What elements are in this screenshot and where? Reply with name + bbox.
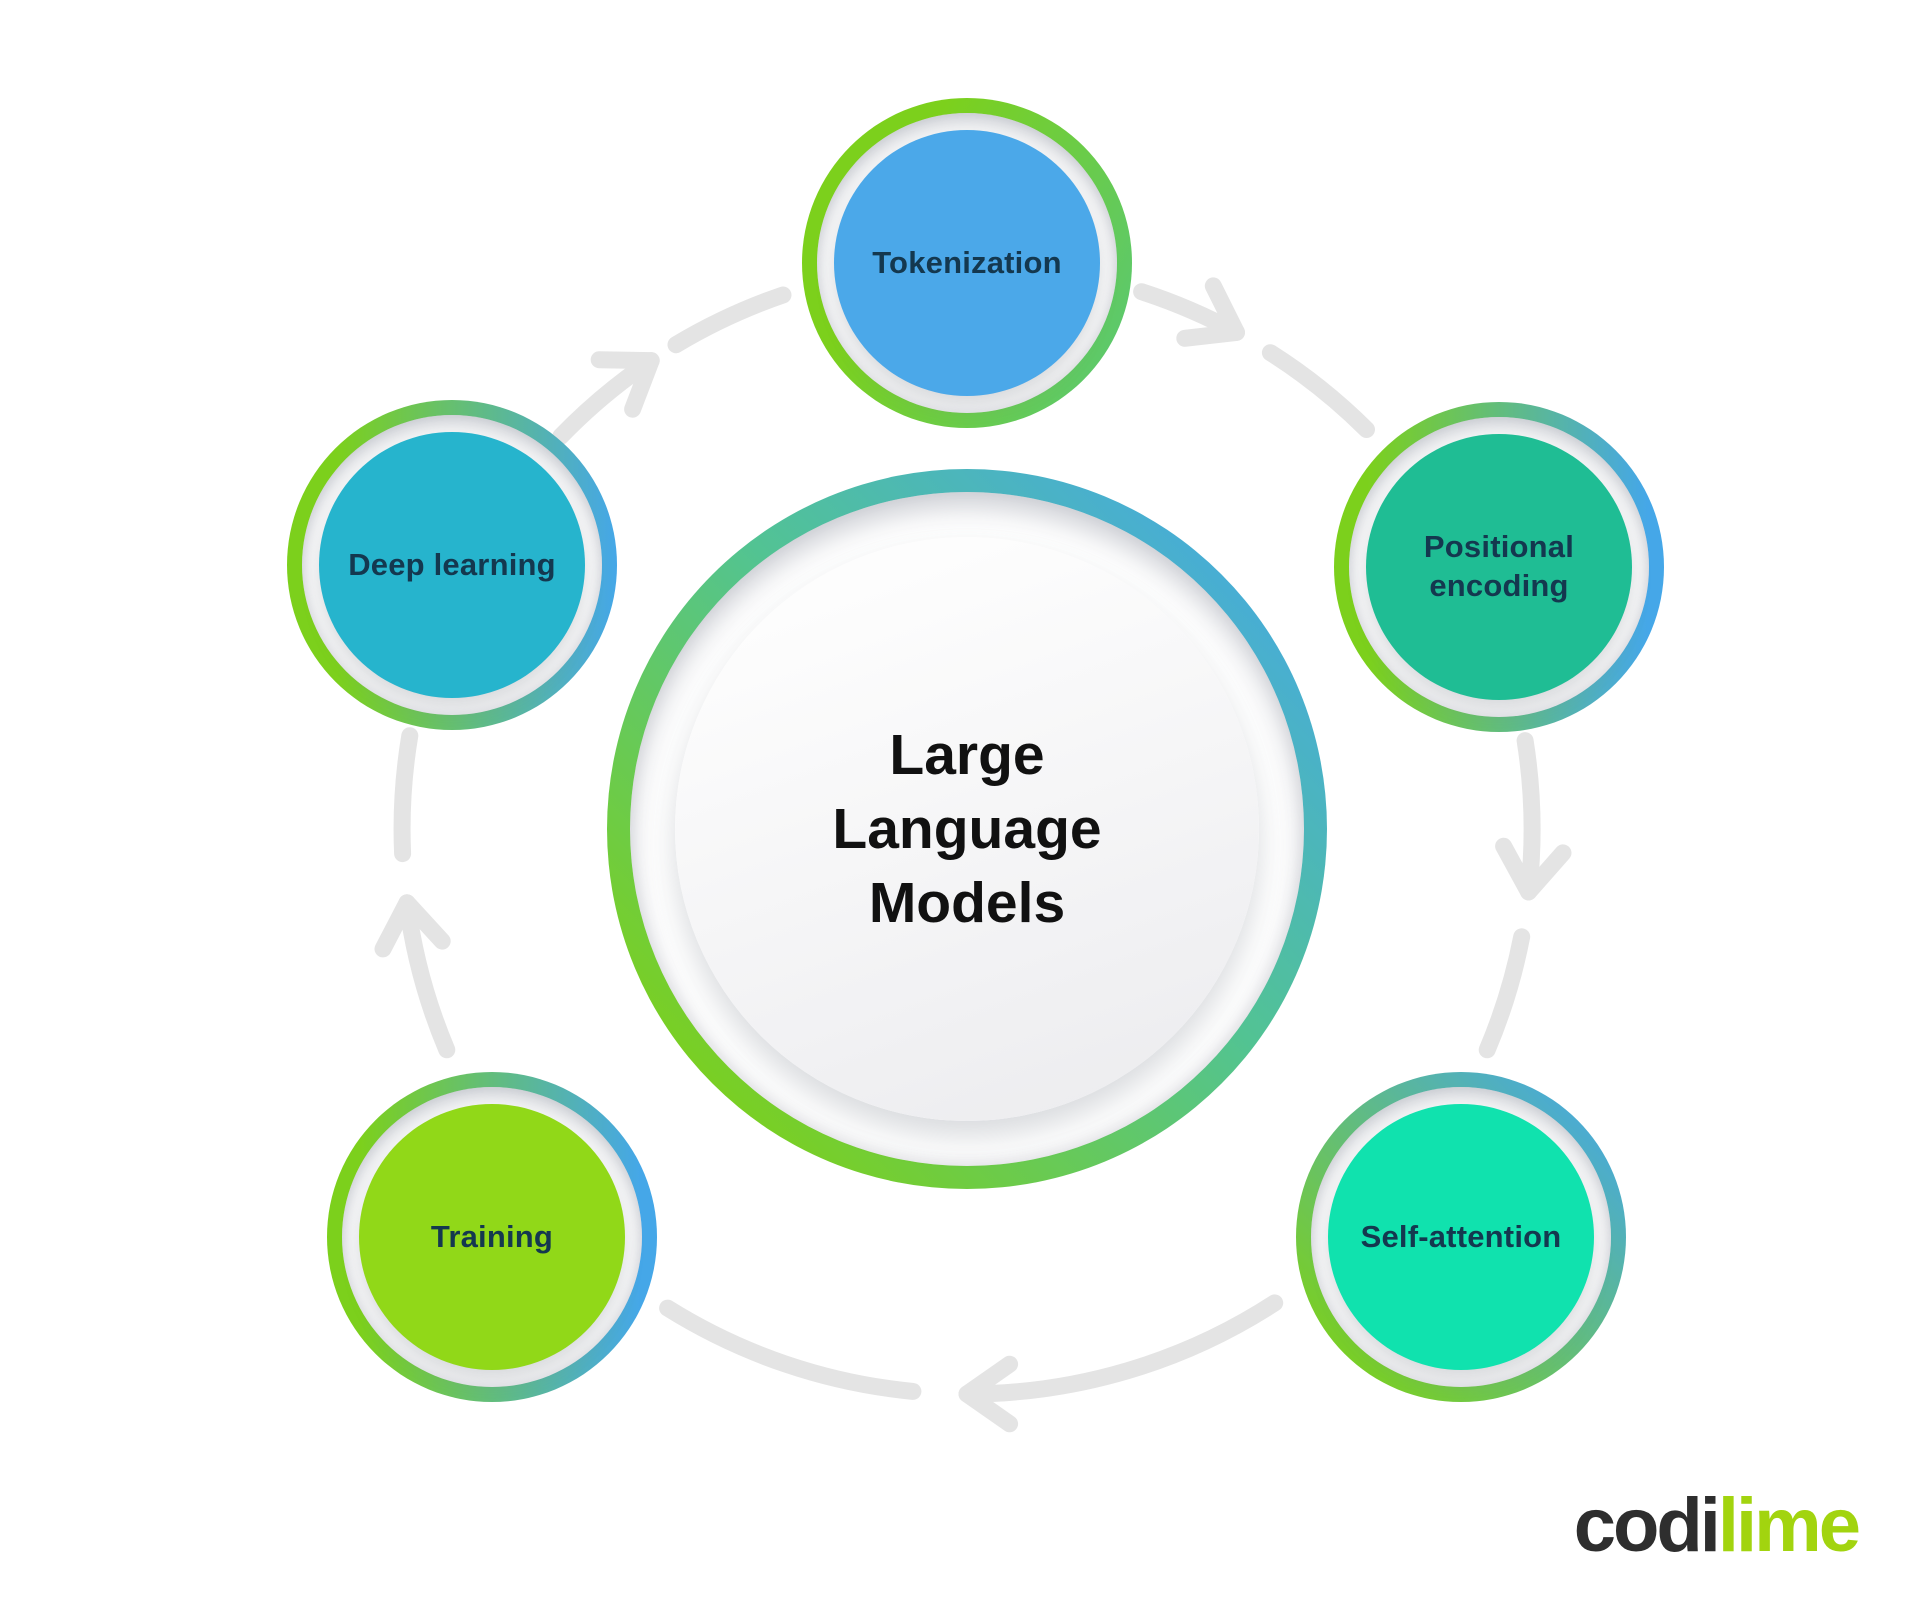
node-self-attention-ring: Self-attention (1296, 1072, 1626, 1402)
node-self-attention-circle: Self-attention (1328, 1104, 1594, 1370)
node-positional-encoding-gap: Positional encoding (1349, 417, 1649, 717)
flow-arrowhead-to-tokenization (590, 351, 660, 418)
node-self-attention-label: Self-attention (1360, 1218, 1562, 1254)
central-circle: Large Language Models (675, 537, 1259, 1121)
node-positional-encoding-circle: Positional encoding (1366, 434, 1632, 700)
flow-arrowhead-to-positional (1176, 277, 1245, 347)
codilime-logo: codilime (1574, 1488, 1861, 1564)
flow-arc-into-training (659, 1299, 922, 1400)
flow-arc-into-deep-learning (393, 727, 419, 863)
flow-arc-positional-to-self-attention (1516, 732, 1541, 901)
central-circle-gap: Large Language Models (630, 492, 1304, 1166)
node-self-attention-gap: Self-attention (1311, 1087, 1611, 1387)
flow-arrowhead-to-self-attention (1495, 837, 1572, 901)
node-training-ring: Training (327, 1072, 657, 1402)
node-training-circle: Training (359, 1104, 625, 1370)
flow-arrowhead-to-training (958, 1355, 1019, 1433)
node-deep-learning-ring: Deep learning (287, 400, 617, 730)
node-positional-encoding-label: Positional encoding (1423, 529, 1575, 603)
node-tokenization-ring: Tokenization (802, 98, 1132, 428)
flow-arc-into-positional (1261, 344, 1375, 438)
central-circle-ring: Large Language Models (607, 469, 1327, 1189)
node-tokenization-gap: Tokenization (817, 113, 1117, 413)
flow-arc-self-attention-to-training (958, 1294, 1284, 1403)
flow-arc-into-tokenization (667, 286, 792, 354)
node-training-gap: Training (342, 1087, 642, 1387)
node-training-label: Training (430, 1218, 554, 1254)
node-tokenization-label: Tokenization (872, 244, 1062, 280)
node-deep-learning-gap: Deep learning (302, 415, 602, 715)
logo-part-lime: lime (1717, 1483, 1861, 1568)
node-tokenization-circle: Tokenization (834, 130, 1100, 396)
flow-arrowhead-to-deep-learning (374, 894, 451, 958)
diagram-title: Large Language Models (832, 722, 1102, 936)
node-deep-learning-label: Deep learning (348, 546, 556, 582)
node-deep-learning-circle: Deep learning (319, 432, 585, 698)
flow-arc-into-self-attention (1478, 928, 1531, 1059)
node-positional-encoding-ring: Positional encoding (1334, 402, 1664, 732)
logo-part-codi: codi (1573, 1483, 1721, 1568)
